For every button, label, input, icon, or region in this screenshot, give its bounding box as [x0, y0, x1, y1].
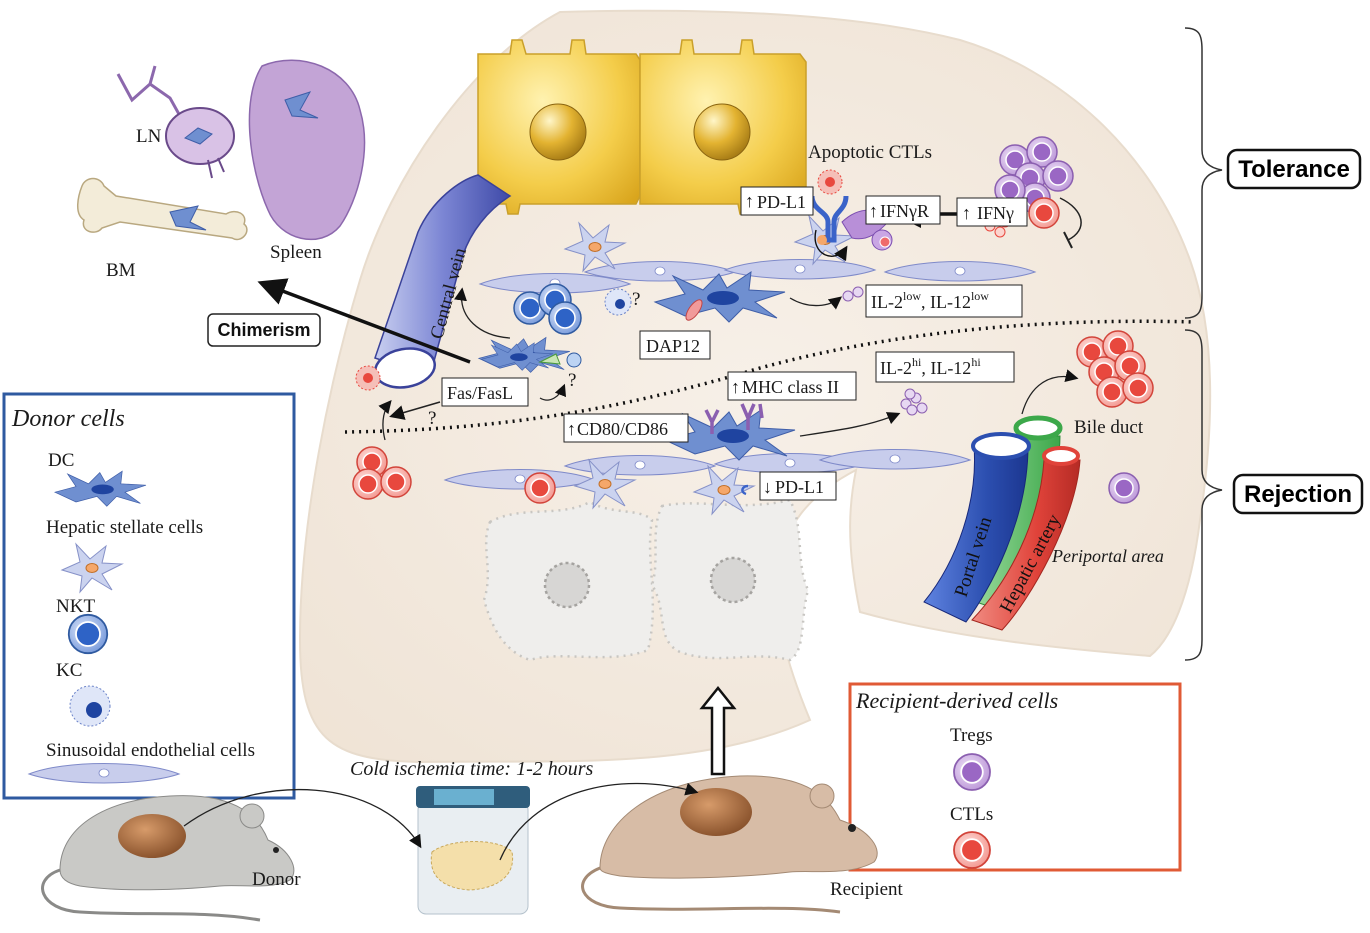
- spleen-label: Spleen: [270, 242, 322, 263]
- treg-cell-icon: [953, 753, 991, 791]
- donor-label: Donor: [252, 869, 301, 890]
- tolerance-rejection-divider: [344, 319, 1196, 434]
- kupffer-question: ?: [632, 289, 640, 310]
- inhibition-arrow: [1059, 197, 1082, 241]
- svg-text:↑: ↑: [731, 377, 740, 397]
- lymph-node-organ: [116, 65, 235, 179]
- legend-stellate-label: Hepatic stellate cells: [46, 517, 203, 538]
- ifngr-up-box: ↑ IFNγR: [865, 195, 941, 225]
- ctl-cell: [1028, 197, 1060, 229]
- legend-endothelial-label: Sinusoidal endothelial cells: [46, 740, 255, 761]
- il-hi-box: IL-2hi, IL-12hi: [875, 351, 1015, 383]
- ctl-cell-icon: [953, 831, 991, 869]
- legend-nkt-label: NKT: [56, 596, 95, 617]
- dap12-box: DAP12: [639, 330, 711, 360]
- donor-mouse: [41, 795, 295, 922]
- apoptosis-question: ?: [428, 408, 436, 429]
- recipient-cells-legend: Recipient-derived cells Tregs CTLs: [848, 682, 1182, 872]
- svg-text:CD80/CD86: CD80/CD86: [577, 419, 668, 439]
- spleen-organ: [248, 59, 366, 241]
- svg-text:PD-L1: PD-L1: [757, 192, 806, 212]
- transplant-arrow: [699, 685, 737, 776]
- chimerism-arrow: [257, 278, 471, 364]
- svg-text:↑: ↑: [745, 191, 754, 211]
- recipient-label: Recipient: [830, 879, 904, 900]
- preservation-jar: [416, 786, 530, 915]
- bile-duct-label: Bile duct: [1074, 417, 1144, 438]
- mhc-class-ii: [704, 403, 764, 434]
- kupffer-cell-icon: [69, 685, 111, 727]
- svg-text:Rejection: Rejection: [1244, 481, 1352, 508]
- il-low-particles: [842, 286, 864, 302]
- svg-text:IFNγR: IFNγR: [880, 201, 929, 221]
- svg-text:IL-2low, IL-12low: IL-2low, IL-12low: [871, 289, 989, 312]
- nkt-cell-icon: [67, 613, 109, 655]
- tolerance-brace: [1184, 27, 1223, 319]
- recipient-mouse: [581, 775, 878, 914]
- pd-l1-down-box: ↓ PD-L1: [759, 471, 837, 501]
- fas-question: ?: [568, 370, 576, 391]
- periportal-area-label: Periportal area: [1051, 546, 1164, 566]
- legend-dc-label: DC: [48, 450, 74, 471]
- cold-ischemia-label: Cold ischemia time: 1-2 hours: [350, 758, 594, 780]
- svg-text:Chimerism: Chimerism: [217, 320, 310, 340]
- svg-text:Fas/FasL: Fas/FasL: [447, 383, 513, 403]
- legend-kc-label: KC: [56, 660, 82, 681]
- svg-text:IFNγ: IFNγ: [977, 203, 1014, 223]
- bone-marrow-organ: [77, 177, 248, 241]
- fas-fasl-box: Fas/FasL: [441, 377, 529, 407]
- tolerance-badge: Tolerance: [1226, 148, 1362, 190]
- rejection-brace: [1184, 329, 1223, 661]
- il-low-box: IL-2low, IL-12low: [865, 284, 1023, 318]
- hepatocyte-pair-top: [477, 39, 807, 215]
- svg-text:MHC class II: MHC class II: [742, 377, 839, 397]
- svg-text:IL-2hi, IL-12hi: IL-2hi, IL-12hi: [880, 355, 981, 378]
- ln-label: LN: [136, 126, 162, 147]
- svg-text:↓: ↓: [763, 477, 772, 497]
- rejection-badge: Rejection: [1232, 473, 1364, 515]
- apoptotic-ctls-label: Apoptotic CTLs: [808, 142, 932, 163]
- donor-legend-title: Donor cells: [11, 406, 125, 432]
- mhc-ii-box: ↑ MHC class II: [727, 371, 857, 401]
- cd80-cd86-box: ↑ CD80/CD86: [563, 413, 689, 443]
- bm-label: BM: [106, 260, 136, 281]
- legend-tregs-label: Tregs: [950, 725, 993, 746]
- svg-text:DAP12: DAP12: [646, 336, 700, 356]
- donor-cells-legend: Donor cells DC Hepatic stellate cells NK…: [2, 392, 296, 800]
- hepatocyte-pair-bottom: [482, 498, 810, 662]
- ctl-cell: [524, 472, 556, 504]
- legend-ctls-label: CTLs: [950, 804, 993, 825]
- svg-text:↑: ↑: [962, 203, 971, 223]
- il-hi-particles: [900, 388, 928, 416]
- svg-text:↑: ↑: [567, 419, 576, 439]
- dap12-marker: [685, 299, 703, 321]
- svg-text:Tolerance: Tolerance: [1238, 156, 1350, 183]
- pd-l1-up-box: ↑ PD-L1: [740, 186, 814, 216]
- ifng-up-box: ↑ IFNγ: [956, 197, 1028, 227]
- svg-text:PD-L1: PD-L1: [775, 477, 824, 497]
- svg-text:↑: ↑: [869, 201, 878, 221]
- kupffer-cell: [604, 288, 632, 316]
- recipient-legend-title: Recipient-derived cells: [855, 688, 1058, 713]
- nkt-cell: [548, 301, 582, 335]
- treg-cell: [1108, 472, 1140, 504]
- chimerism-box: Chimerism: [207, 313, 321, 347]
